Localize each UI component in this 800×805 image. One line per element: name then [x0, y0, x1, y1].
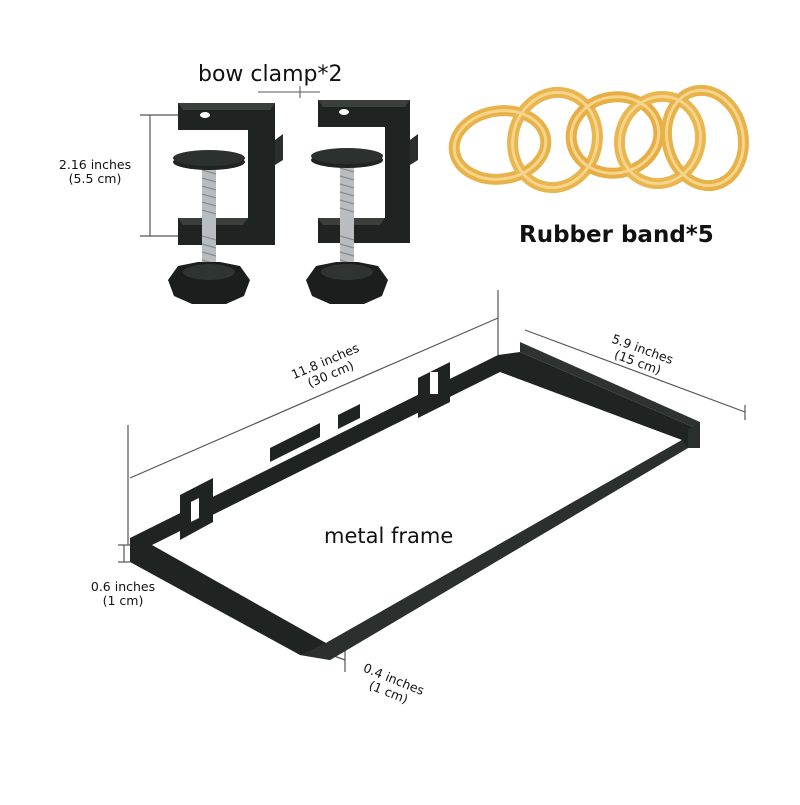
clamp-height-dimension: [140, 114, 178, 237]
clamp-height-cm: (5.5 cm): [68, 171, 122, 186]
metal-frame: [130, 342, 700, 660]
frame-edge-cm: (1 cm): [102, 593, 144, 608]
metal-frame-title: metal frame: [324, 524, 454, 548]
frame-edge-inches: 0.6 inches: [90, 579, 156, 594]
rubber-band-title: Rubber band*5: [519, 222, 714, 248]
bow-clamp-right: [306, 100, 418, 304]
frame-edge-label: 0.6 inches (1 cm): [78, 580, 168, 608]
clamp-height-label: 2.16 inches (5.5 cm): [48, 158, 142, 186]
clamp-height-inches: 2.16 inches: [58, 157, 132, 172]
rubber-bands: [448, 84, 749, 194]
bow-clamp-left: [168, 103, 283, 304]
bow-clamp-title: bow clamp*2: [198, 62, 343, 87]
clamp-title-pointer: [258, 86, 320, 98]
